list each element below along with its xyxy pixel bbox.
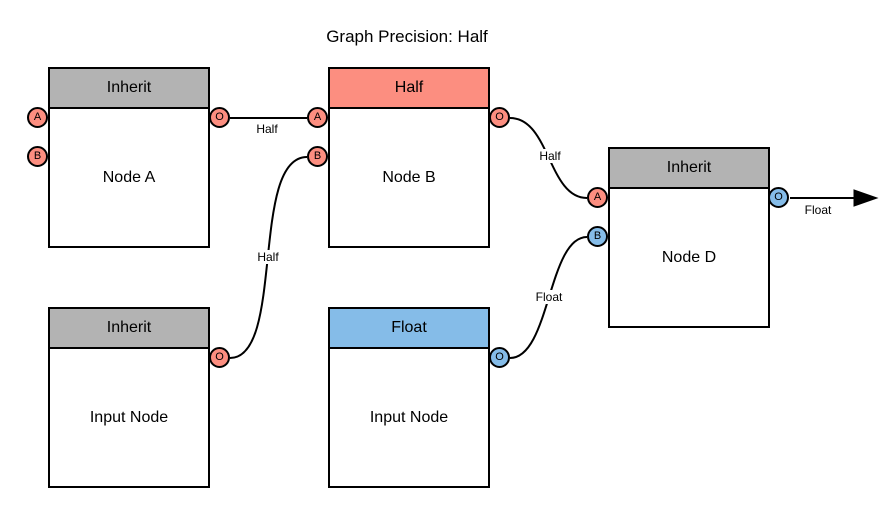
node-d-precision-header: Inherit bbox=[610, 149, 768, 189]
node-d-input-port-a[interactable]: A bbox=[587, 187, 608, 208]
edge-label-nodeb-noded: Half bbox=[537, 149, 563, 163]
graph-title: Graph Precision: Half bbox=[326, 27, 488, 46]
node-b-input-port-b[interactable]: B bbox=[307, 146, 328, 167]
input-node-float-precision-header: Float bbox=[330, 309, 488, 349]
node-a[interactable]: Inherit Node A bbox=[48, 67, 210, 248]
node-b-output-port[interactable]: O bbox=[489, 107, 510, 128]
edge-label-nodea-nodeb: Half bbox=[254, 122, 280, 136]
node-a-input-port-a[interactable]: A bbox=[27, 107, 48, 128]
edge-label-inputfloat-noded: Float bbox=[533, 290, 565, 304]
node-b-input-port-a[interactable]: A bbox=[307, 107, 328, 128]
node-a-precision-header: Inherit bbox=[50, 69, 208, 109]
node-b[interactable]: Half Node B bbox=[328, 67, 490, 248]
output-arrowhead-icon bbox=[853, 189, 879, 207]
node-d-output-port[interactable]: O bbox=[768, 187, 789, 208]
node-a-output-port[interactable]: O bbox=[209, 107, 230, 128]
node-d-input-port-b[interactable]: B bbox=[587, 226, 608, 247]
node-d-title: Node D bbox=[661, 248, 717, 266]
node-d[interactable]: Inherit Node D bbox=[608, 147, 770, 328]
edge-label-noded-output: Float bbox=[802, 203, 834, 217]
node-a-input-port-b[interactable]: B bbox=[27, 146, 48, 167]
node-a-title: Node A bbox=[102, 168, 156, 186]
node-b-title: Node B bbox=[382, 168, 436, 186]
input-node-float[interactable]: Float Input Node bbox=[328, 307, 490, 488]
input-node-inherit-title: Input Node bbox=[89, 408, 169, 426]
edge-label-inputinherit-nodeb: Half bbox=[255, 250, 281, 264]
input-node-float-output-port[interactable]: O bbox=[489, 347, 510, 368]
input-node-inherit-output-port[interactable]: O bbox=[209, 347, 230, 368]
node-b-precision-header: Half bbox=[330, 69, 488, 109]
input-node-float-title: Input Node bbox=[369, 408, 449, 426]
input-node-inherit-precision-header: Inherit bbox=[50, 309, 208, 349]
input-node-inherit[interactable]: Inherit Input Node bbox=[48, 307, 210, 488]
